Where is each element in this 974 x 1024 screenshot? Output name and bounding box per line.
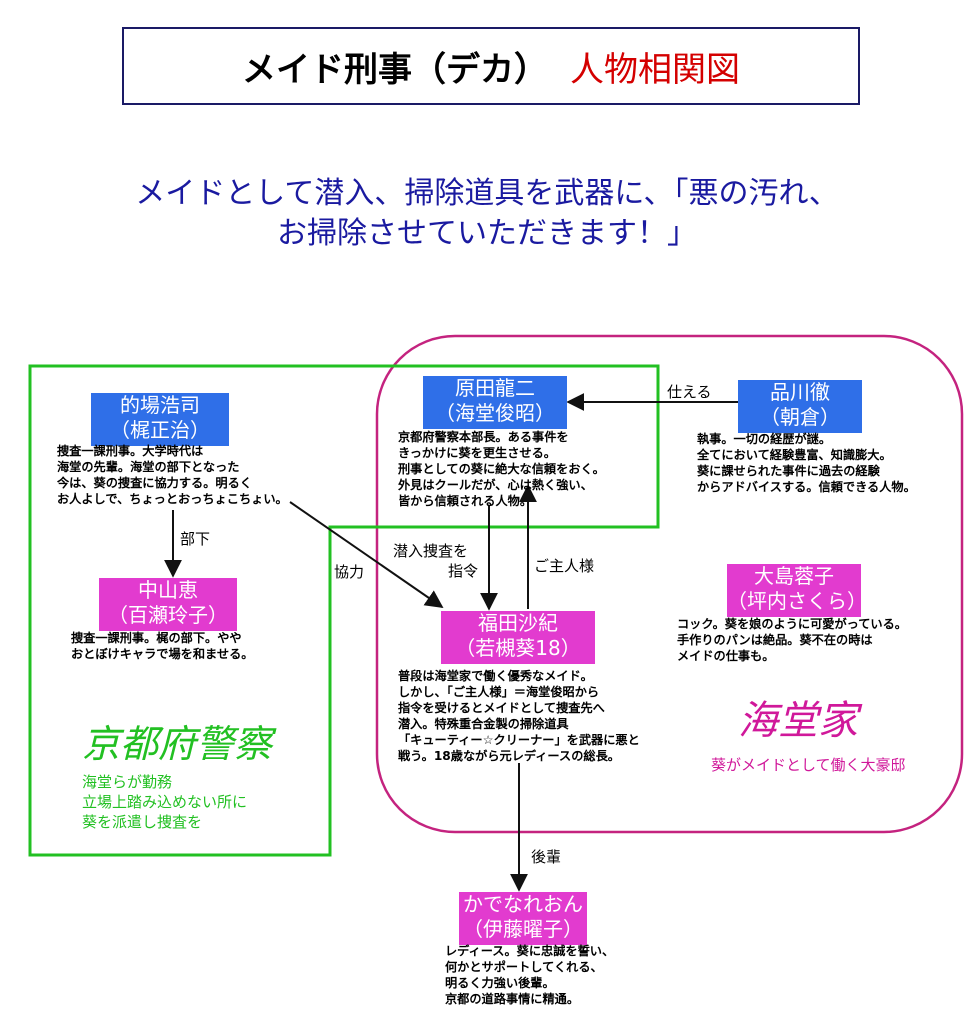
shinagawa-box: 品川徹 （朝倉） (738, 380, 862, 433)
tagline-line2: お掃除させていただきます！」 (277, 216, 697, 251)
police-desc-line2: 立場上踏み込めない所に (82, 793, 248, 811)
shinagawa-name: 品川徹 (770, 380, 830, 404)
fukuda-name: 福田沙紀 (478, 611, 558, 635)
family-group-title: 海堂家 (738, 698, 858, 744)
family-frame (375, 334, 964, 834)
police-desc-line3: 葵を派遣し捜査を (82, 813, 203, 831)
label-infiltrate-2: 指令 (448, 562, 479, 580)
oshima-role: （坪内さくら） (727, 589, 867, 613)
police-group-title: 京都府警察 (82, 722, 273, 766)
police-frame (28, 364, 660, 857)
nakayama-desc: 捜査一課刑事。梶の部下。やや おとぼけキャラで場を和ませる。 (71, 631, 254, 661)
kadonare-role: （伊藤曜子） (463, 917, 583, 941)
title-main: メイド刑事（デカ） (242, 49, 548, 90)
kadonare-name: かでなれおん (463, 892, 583, 916)
police-group-desc: 海堂らが勤務 立場上踏み込めない所に 葵を派遣し捜査を (82, 772, 247, 832)
shinagawa-desc: 執事。一切の経歴が謎。 全てにおいて経験豊富、知識膨大。 葵に課せられた事件に過… (697, 432, 916, 494)
matoba-name: 的場浩司 (120, 393, 200, 417)
matoba-desc: 捜査一課刑事。大学時代は 海堂の先輩。海堂の部下となった 今は、葵の捜査に協力す… (57, 444, 288, 506)
police-desc-line1: 海堂らが勤務 (82, 773, 173, 791)
matoba-box: 的場浩司 （梶正治） (91, 393, 229, 446)
harada-desc: 京都府警察本部長。ある事件を きっかけに葵を更生させる。 刑事としての葵に絶大な… (398, 430, 605, 508)
label-cooperate: 協力 (334, 563, 365, 581)
harada-name: 原田龍二 (455, 376, 535, 400)
shinagawa-role: （朝倉） (760, 405, 840, 429)
label-serve: 仕える (667, 383, 712, 401)
label-infiltrate-1: 潜入捜査を (393, 542, 469, 560)
fukuda-role: （若槻葵18） (455, 636, 581, 660)
nakayama-box: 中山恵 （百瀬玲子） (99, 578, 237, 631)
label-subordinate: 部下 (180, 530, 211, 548)
matoba-role: （梶正治） (110, 418, 210, 442)
kadonare-desc: レディース。葵に忠誠を誓い、 何かとサポートしてくれる、 明るく力強い後輩。 京… (445, 944, 615, 1006)
family-group-desc: 葵がメイドとして働く大豪邸 (711, 756, 906, 774)
fukuda-desc: 普段は海堂家で働く優秀なメイド。 しかし、「ご主人様」＝海堂俊昭から 指令を受け… (398, 669, 640, 763)
label-junior: 後輩 (531, 848, 562, 866)
fukuda-box: 福田沙紀 （若槻葵18） (441, 611, 595, 664)
tagline-line1: メイドとして潜入、掃除道具を武器に、「悪の汚れ、 (135, 176, 839, 211)
label-master: ご主人様 (534, 557, 595, 575)
oshima-box: 大島蓉子 （坪内さくら） (727, 564, 867, 617)
harada-box: 原田龍二 （海堂俊昭） (423, 376, 567, 429)
nakayama-name: 中山恵 (138, 578, 198, 602)
nakayama-role: （百瀬玲子） (108, 603, 228, 627)
harada-role: （海堂俊昭） (435, 401, 555, 425)
oshima-name: 大島蓉子 (754, 564, 834, 588)
title-accent: 人物相関図 (570, 49, 740, 90)
title-box: メイド刑事（デカ） 人物相関図 (122, 27, 860, 105)
oshima-desc: コック。葵を娘のように可愛がっている。 手作りのパンは絶品。葵不在の時は メイド… (677, 617, 907, 663)
arrow-cooperate (289, 501, 444, 609)
kadonare-box: かでなれおん （伊藤曜子） (459, 892, 587, 945)
